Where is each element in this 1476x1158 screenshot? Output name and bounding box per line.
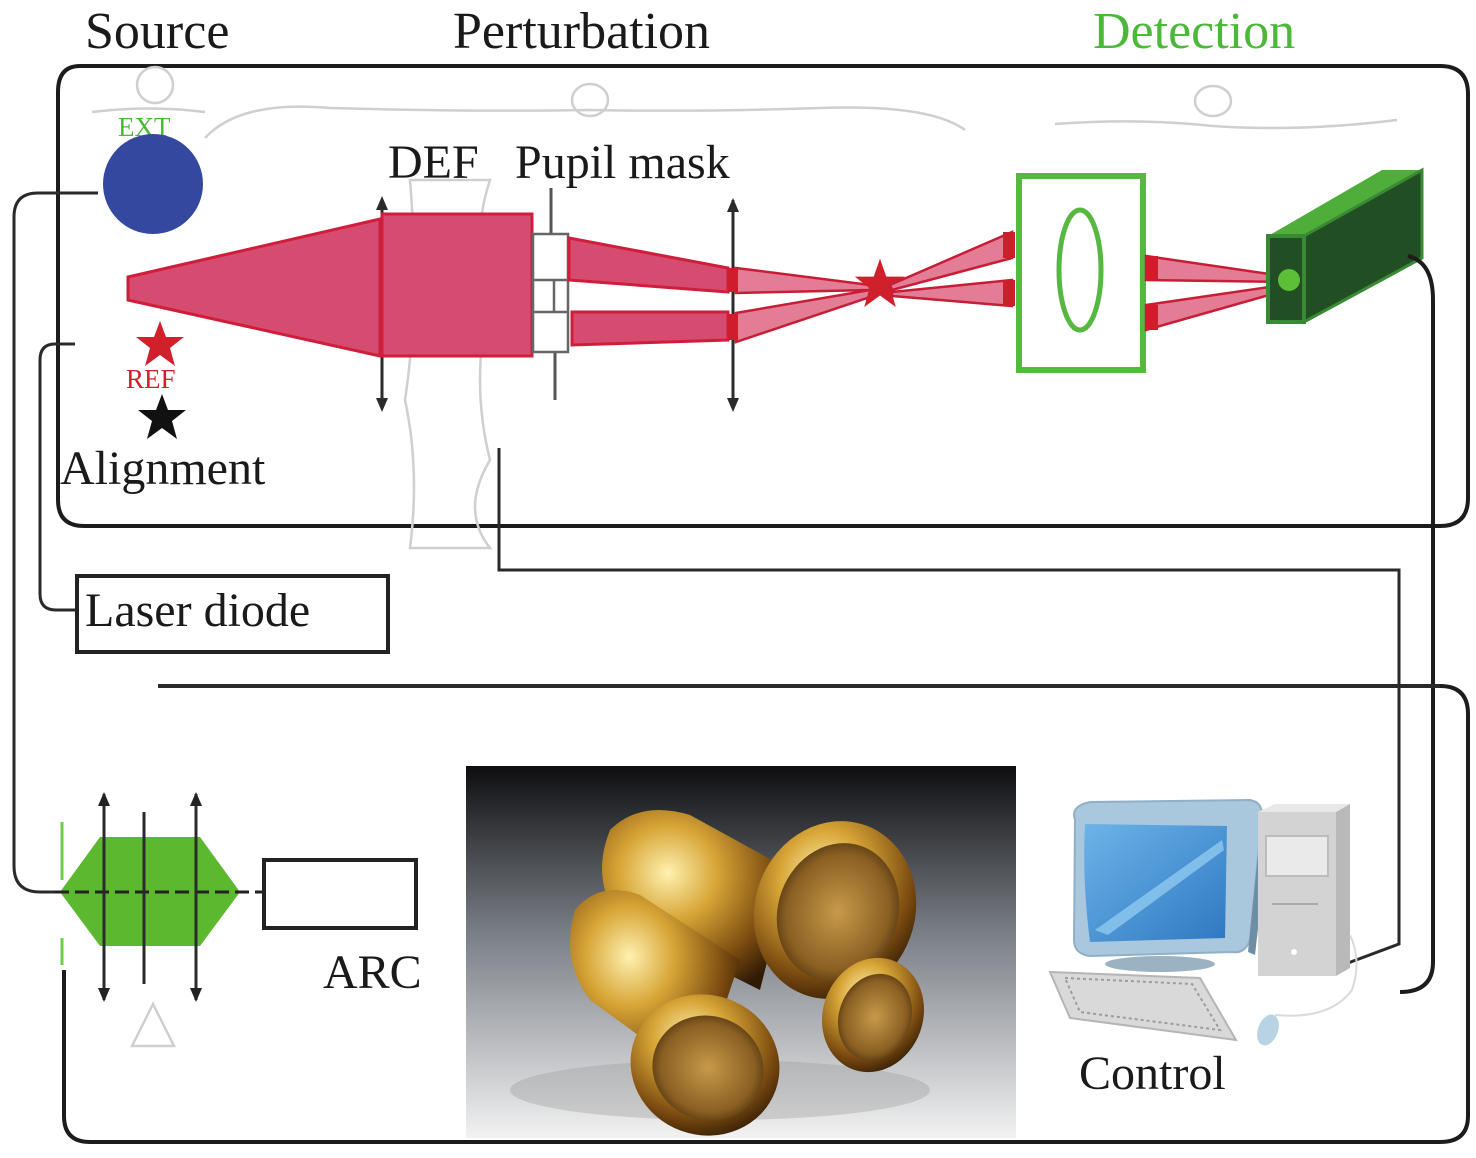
lens-2-icon (727, 198, 739, 412)
computer-icon (1048, 798, 1358, 1046)
detection-lens-box (1016, 173, 1146, 373)
source-circle-icon (103, 134, 203, 234)
section-label-perturbation: Perturbation (453, 3, 710, 60)
wire-alignment-to-laser-diode (38, 342, 76, 612)
arc-box (262, 858, 418, 930)
optical-bench-frame (56, 64, 1470, 528)
wire-source-to-arc (12, 191, 98, 894)
laser-diode-box (75, 574, 390, 654)
beam-expander-cone (126, 217, 382, 358)
alignment-star-icon (138, 394, 186, 439)
pupil-mask-label: Pupil mask (515, 136, 730, 189)
control-label: Control (1079, 1047, 1226, 1100)
arc-label: ARC (323, 946, 422, 999)
section-label-detection: Detection (1093, 3, 1295, 60)
wire-detector-to-control (1399, 254, 1435, 994)
ref-label: REF (126, 364, 176, 394)
beamlet-lower (570, 310, 730, 347)
detector-box-icon (1266, 167, 1424, 325)
binoculars-photo-icon (466, 766, 1016, 1138)
converging-beam-lower (734, 288, 875, 344)
focus-star-icon (854, 258, 906, 308)
laser-diode-label: Laser diode (85, 584, 310, 637)
pupil-mask-icon (531, 188, 570, 400)
converging-beam-upper (734, 266, 872, 295)
beamlet-upper (567, 236, 730, 294)
wire-def-to-control (497, 448, 1401, 968)
alignment-label: Alignment (60, 442, 266, 495)
arc-module-icon (55, 792, 262, 1048)
detection-lens-icon (1056, 207, 1104, 333)
ref-star-icon (136, 321, 184, 366)
bottom-frame (62, 684, 1470, 1144)
section-label-source: Source (85, 3, 229, 60)
def-label: DEF (388, 136, 479, 189)
def-block (380, 212, 534, 358)
